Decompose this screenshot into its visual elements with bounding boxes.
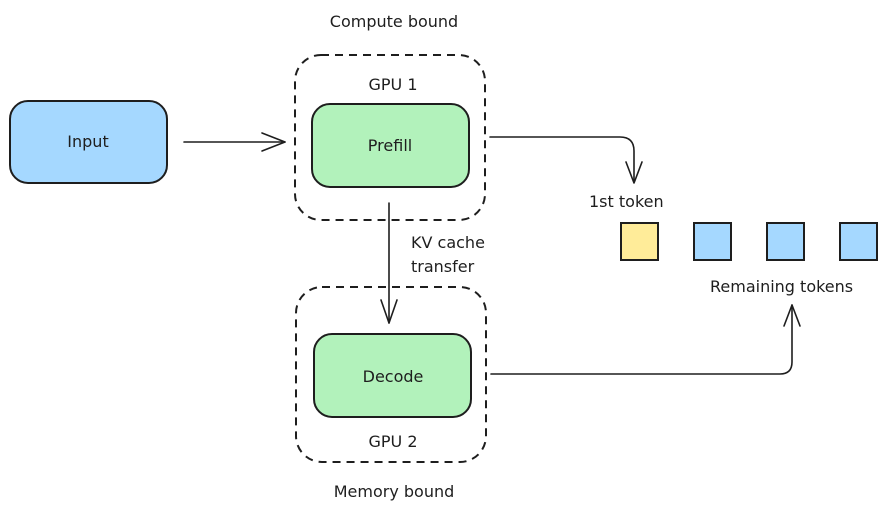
- gpu1-group[interactable]: [294, 54, 486, 221]
- gpu2-label: GPU 2: [368, 432, 417, 451]
- kv-label-line1: KV cache: [411, 233, 485, 252]
- gpu1-label: GPU 1: [368, 75, 417, 94]
- arrow-line: [489, 136, 635, 183]
- prefill-box[interactable]: [311, 103, 470, 188]
- remaining-token-square[interactable]: [839, 222, 878, 261]
- prefill-node[interactable]: Prefill: [311, 103, 470, 188]
- decode-label: Decode: [363, 367, 424, 386]
- decode-node[interactable]: Decode: [313, 333, 472, 418]
- arrow-head-icon: [261, 132, 286, 152]
- arrow-prefill-to-first-token: [489, 136, 643, 184]
- arrow-decode-to-remaining-tokens: [490, 304, 801, 375]
- input-node[interactable]: Input: [9, 100, 168, 184]
- input-box[interactable]: [9, 100, 168, 184]
- arrow-head-icon: [783, 304, 801, 327]
- kv-label-line2: transfer: [411, 257, 475, 276]
- gpu1-caption: Compute bound: [330, 12, 458, 31]
- gpu2-group[interactable]: [295, 286, 487, 463]
- decode-box[interactable]: [313, 333, 472, 418]
- arrow-head-icon: [625, 161, 643, 184]
- token-row: [620, 222, 878, 261]
- remaining-tokens-label: Remaining tokens: [710, 277, 853, 296]
- first-token-square[interactable]: [620, 222, 659, 261]
- arrow-head-icon: [380, 299, 398, 324]
- remaining-token-square[interactable]: [693, 222, 732, 261]
- prefill-label: Prefill: [368, 136, 412, 155]
- input-label: Input: [67, 132, 108, 151]
- remaining-token-square[interactable]: [766, 222, 805, 261]
- arrow-line: [490, 304, 793, 375]
- arrow-kv-cache-transfer: [380, 202, 398, 324]
- gpu2-caption: Memory bound: [334, 482, 455, 501]
- first-token-label: 1st token: [589, 192, 664, 211]
- arrow-input-to-prefill: [183, 132, 286, 152]
